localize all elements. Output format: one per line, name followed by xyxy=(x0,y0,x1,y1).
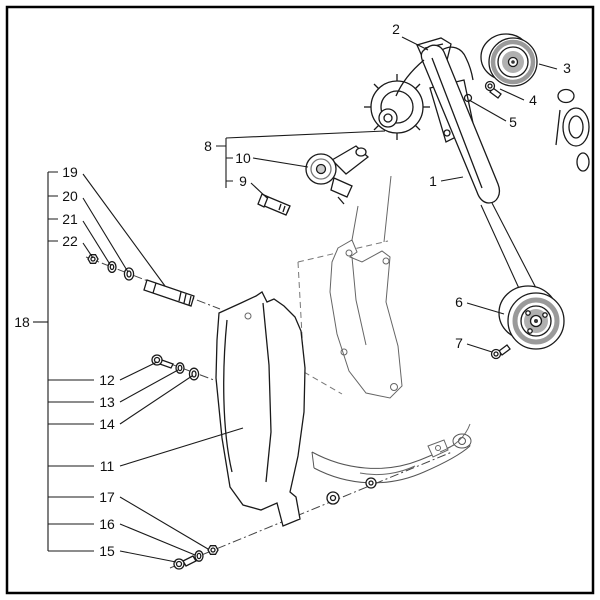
callout-20: 20 xyxy=(62,188,78,204)
bolt-group-lower xyxy=(173,545,219,570)
tensioner xyxy=(305,145,370,205)
callout-11: 11 xyxy=(100,458,115,474)
pulley-upper xyxy=(480,33,538,87)
callout-14: 14 xyxy=(99,416,115,432)
callout-labels: 1 2 3 4 5 6 7 8 9 10 11 12 13 14 15 16 1… xyxy=(14,21,571,559)
callout-9: 9 xyxy=(239,173,247,189)
callout-21: 21 xyxy=(62,211,78,227)
washer-14 xyxy=(188,367,200,381)
callout-16: 16 xyxy=(99,516,115,532)
callout-7: 7 xyxy=(455,335,463,351)
bolt-4 xyxy=(484,80,502,99)
stud-group xyxy=(87,254,195,307)
callout-19: 19 xyxy=(62,164,78,180)
bolt-7 xyxy=(490,344,511,360)
callout-1: 1 xyxy=(429,173,437,189)
callout-15: 15 xyxy=(99,543,115,559)
page-border xyxy=(5,5,595,595)
timing-cover xyxy=(215,291,306,527)
callout-4: 4 xyxy=(529,92,537,108)
bolt-15 xyxy=(173,558,185,570)
callout-12: 12 xyxy=(99,372,115,388)
callout-8: 8 xyxy=(204,138,212,154)
callout-13: 13 xyxy=(99,394,115,410)
bolt-12 xyxy=(151,354,163,366)
nut-17 xyxy=(207,545,219,555)
drive-belt xyxy=(395,44,537,296)
nut-22 xyxy=(87,254,99,264)
bolt-5 xyxy=(463,93,473,103)
edge-accessory xyxy=(555,88,590,172)
washer-13 xyxy=(175,362,185,374)
alternator-fins xyxy=(364,74,430,140)
callout-10: 10 xyxy=(235,150,251,166)
callout-5: 5 xyxy=(509,114,517,130)
washer-20 xyxy=(123,267,135,281)
pulley-crank xyxy=(498,285,565,350)
callout-leaders xyxy=(33,36,558,563)
callout-6: 6 xyxy=(455,294,463,310)
callout-3: 3 xyxy=(563,60,571,76)
callout-17: 17 xyxy=(99,489,115,505)
callout-2: 2 xyxy=(392,21,400,37)
cover-hardware xyxy=(326,477,377,505)
callout-22: 22 xyxy=(62,233,78,249)
stud-19 xyxy=(143,279,195,307)
callout-18: 18 xyxy=(14,314,30,330)
washer-16 xyxy=(194,550,204,562)
support-arm xyxy=(311,423,472,484)
